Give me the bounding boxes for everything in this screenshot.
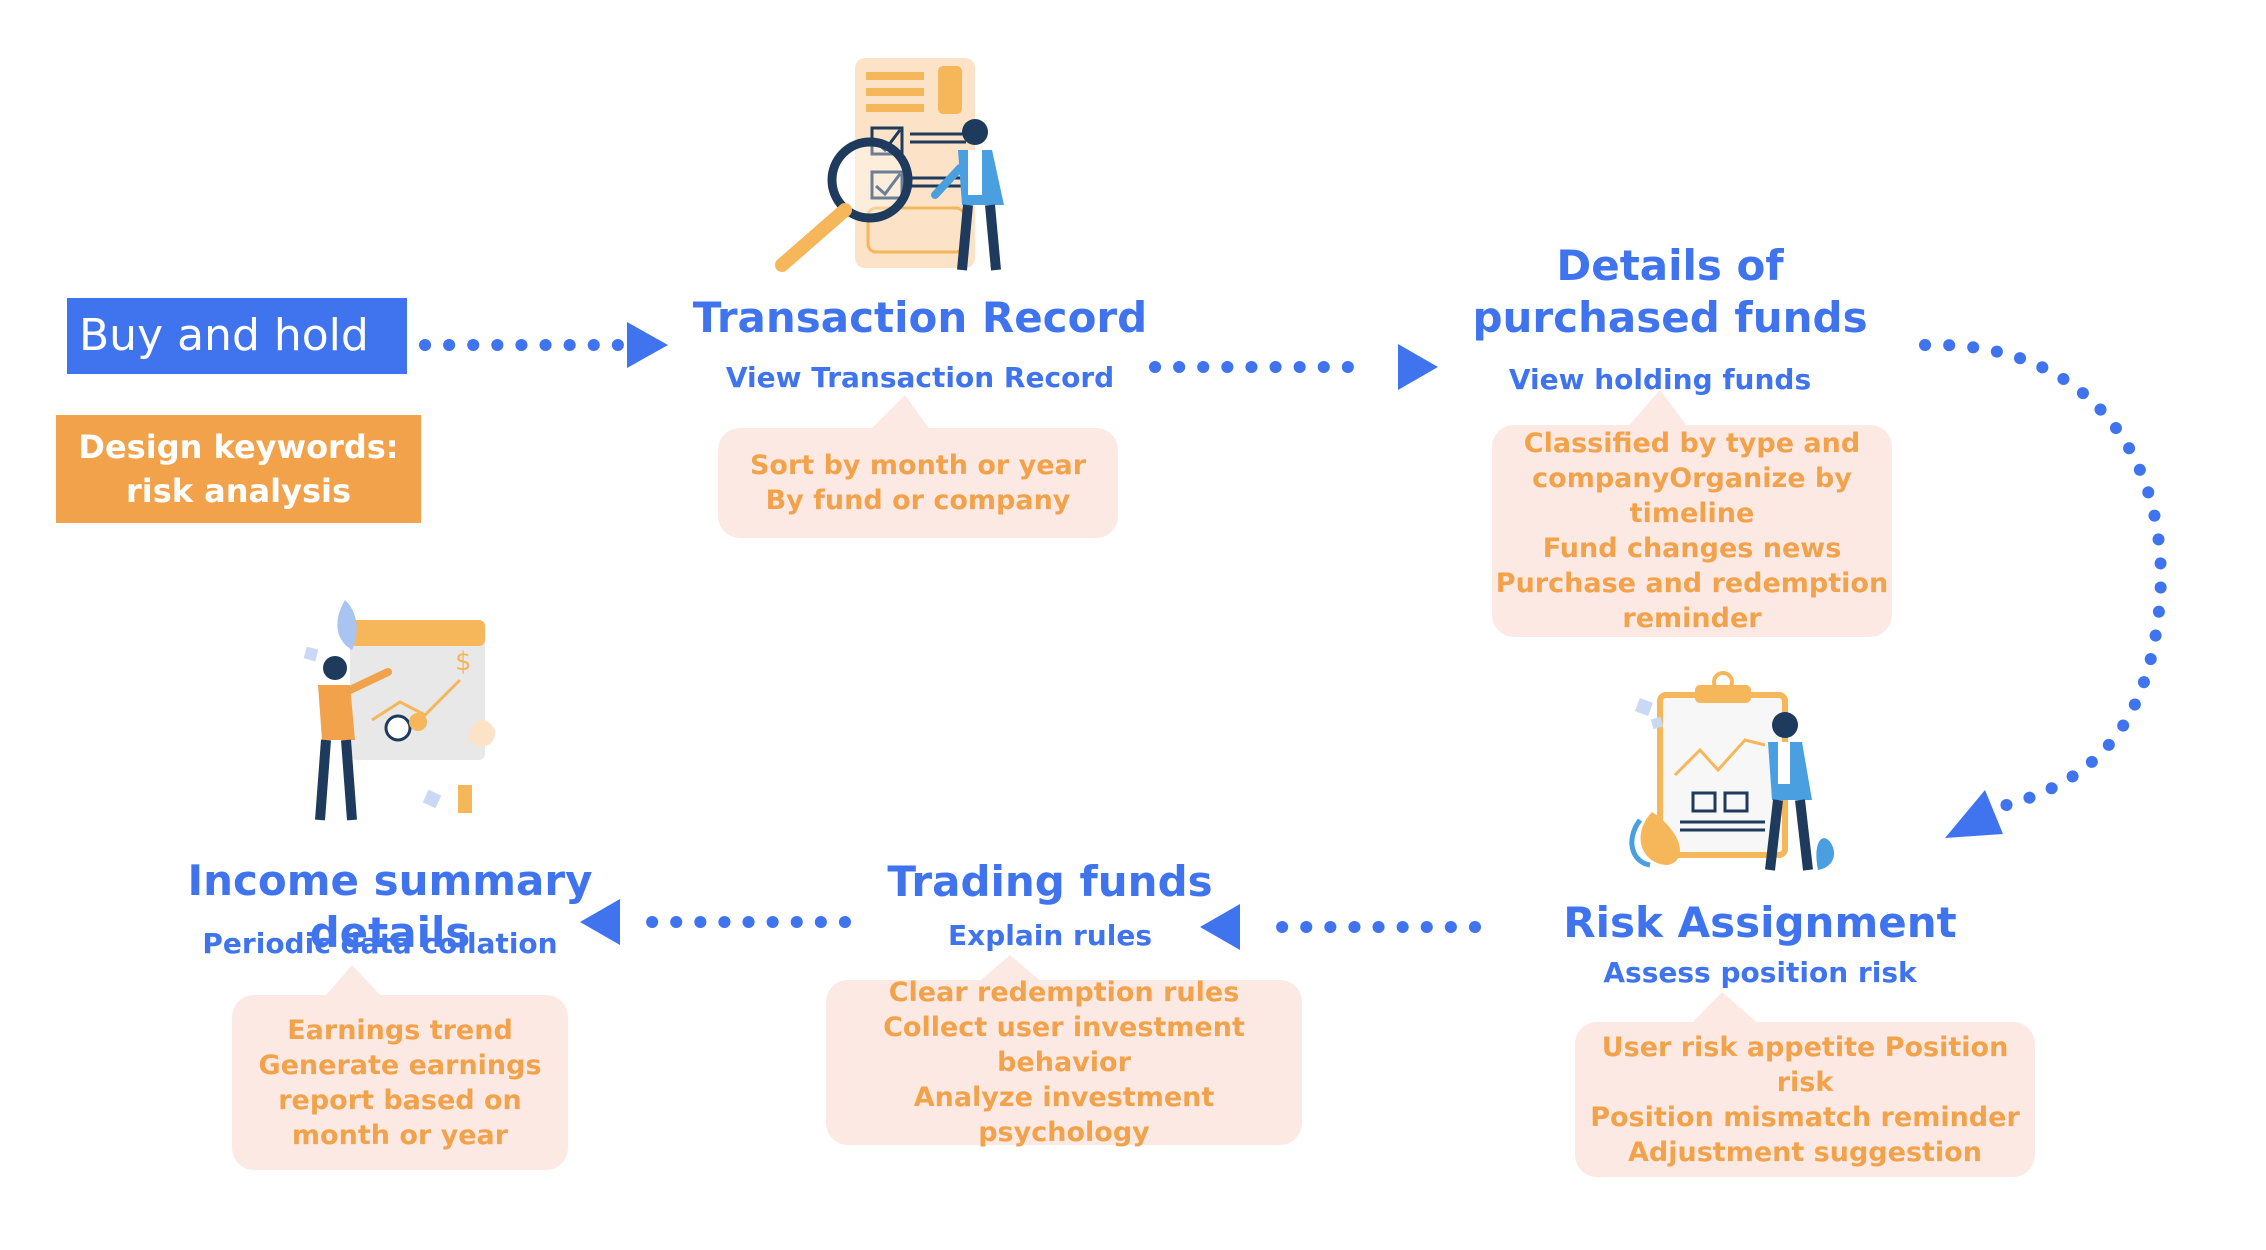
- purchased-subtitle: View holding funds: [1508, 363, 1812, 396]
- note-line: Generate earnings: [258, 1049, 542, 1081]
- income-subtitle: Periodic data collation: [202, 927, 558, 960]
- income-title: Income summary details: [187, 856, 593, 957]
- trading-title: Trading funds: [887, 857, 1213, 906]
- trading-subtitle: Explain rules: [948, 919, 1152, 952]
- note-line: companyOrganize by timeline: [1532, 463, 1852, 529]
- note-line: Purchase and redemption: [1495, 568, 1889, 599]
- clipboard-chart-icon: [1629, 671, 1835, 871]
- note-line: Position mismatch reminder: [1590, 1101, 2020, 1133]
- keywords-line-1: Design keywords:: [78, 428, 399, 466]
- arrow-curve-icon: [1945, 790, 2003, 838]
- note-line: Fund changes news: [1542, 533, 1842, 564]
- note-line: Earnings trend: [287, 1014, 513, 1046]
- risk-notes: User risk appetite Position risk Positio…: [1575, 1022, 2035, 1177]
- arrow-left-icon: [1200, 904, 1240, 950]
- note-line: reminder: [1622, 603, 1762, 634]
- purchased-title-line-1: Details of: [1556, 241, 1784, 290]
- purchased-notes: Classified by type and companyOrganize b…: [1492, 425, 1892, 637]
- risk-title: Risk Assignment: [1563, 898, 1957, 947]
- buy-and-hold-badge: Buy and hold: [67, 298, 407, 374]
- note-line: Sort by month or year: [749, 450, 1087, 481]
- note-line: Analyze investment psychology: [913, 1082, 1215, 1148]
- note-line: Clear redemption rules: [888, 977, 1240, 1008]
- trading-notes: Clear redemption rules Collect user inve…: [826, 977, 1302, 1148]
- arrow-right-icon: [627, 322, 668, 368]
- design-keywords-badge: Design keywords: risk analysis: [56, 415, 421, 523]
- note-line: User risk appetite Position risk: [1601, 1031, 2009, 1098]
- transaction-subtitle: View Transaction Record: [725, 361, 1115, 394]
- note-tail: [1690, 992, 1760, 1025]
- note-line: Classified by type and: [1523, 428, 1861, 459]
- note-line: By fund or company: [765, 485, 1071, 516]
- note-line: report based on: [278, 1084, 522, 1116]
- transaction-title: Transaction Record: [692, 293, 1148, 342]
- transaction-notes: Sort by month or year By fund or company: [718, 428, 1118, 538]
- arrow-right-icon: [1398, 344, 1438, 390]
- note-line: Adjustment suggestion: [1628, 1136, 1982, 1168]
- arrow-left-icon: [580, 899, 620, 945]
- note-line: month or year: [291, 1119, 509, 1151]
- connector-transaction-to-purchased: [1149, 344, 1438, 390]
- purchased-title-line-2: purchased funds: [1472, 293, 1868, 342]
- income-screen-icon: $: [303, 600, 496, 821]
- income-notes: Earnings trend Generate earnings report …: [232, 995, 568, 1170]
- note-line: Collect user investment behavior: [883, 1012, 1245, 1078]
- connector-risk-to-trading: [1200, 904, 1481, 950]
- risk-subtitle: Assess position risk: [1603, 956, 1917, 989]
- note-tail: [870, 395, 930, 430]
- purchased-title: Details of purchased funds: [1430, 240, 1910, 344]
- keywords-line-2: risk analysis: [125, 472, 352, 510]
- note-tail: [975, 955, 1045, 985]
- dollar-icon: $: [455, 647, 472, 677]
- connector-buy-to-transaction: [419, 322, 668, 368]
- document-search-icon: [775, 58, 1004, 272]
- note-tail: [1625, 390, 1690, 430]
- connector-purchased-to-risk: [1919, 338, 2167, 838]
- note-tail: [322, 965, 385, 1000]
- connector-trading-to-income: [580, 899, 851, 945]
